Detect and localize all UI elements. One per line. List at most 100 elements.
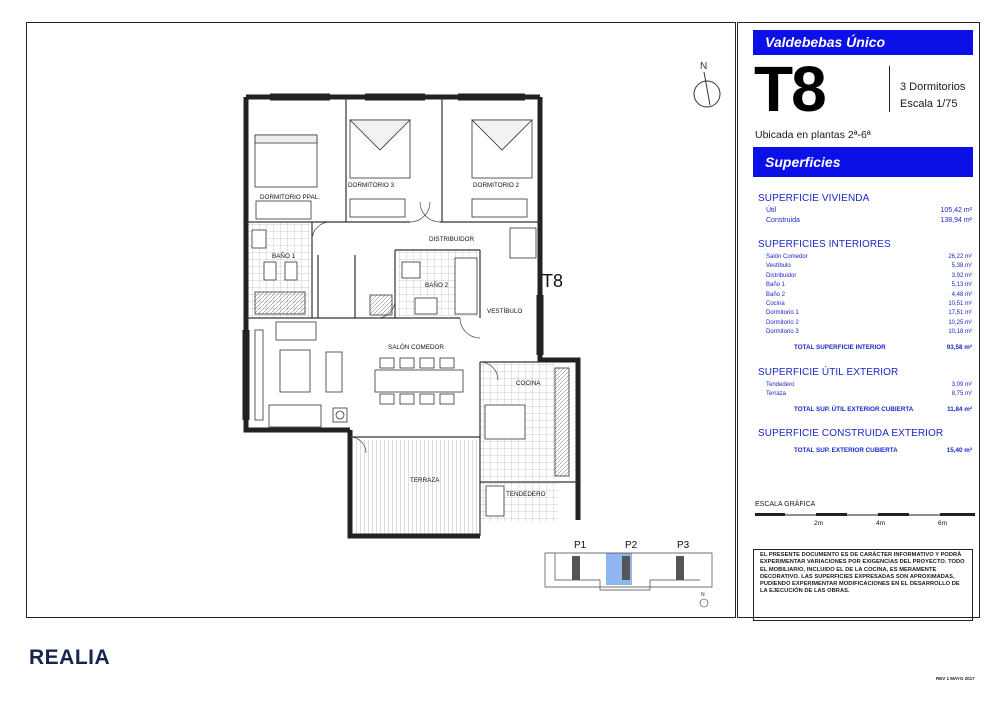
table-row: Útil 105,42 m² — [766, 207, 972, 216]
row-value: 10,25 m² — [948, 319, 972, 326]
table-row: Dormitorio 1 17,51 m² — [766, 310, 972, 318]
sofa-bottom — [268, 404, 322, 428]
scale-bar: 2m 4m 6m — [755, 513, 975, 527]
scale-2m: 2m — [814, 520, 823, 527]
construida-exterior-total: TOTAL SUP. EXTERIOR CUBIERTA 15,40 m² — [794, 447, 972, 456]
room-label-bano-1: BAÑO 1 — [272, 251, 296, 260]
disclaimer: EL PRESENTE DOCUMENTO ES DE CARÁCTER INF… — [753, 549, 973, 621]
unit-type: T8 — [754, 53, 827, 125]
kitchen-island — [484, 404, 526, 440]
vivienda-title: SUPERFICIE VIVIENDA — [758, 193, 870, 204]
table-row: Baño 2 4,48 m² — [766, 292, 972, 300]
sink-2 — [414, 297, 438, 315]
row-label: Vestíbulo — [766, 263, 791, 270]
row-label: Dormitorio 3 — [766, 329, 799, 336]
room-label-terraza: TERRAZA — [410, 477, 440, 484]
row-label: Tendedero — [766, 382, 795, 388]
scale-label: Escala 1/75 — [900, 98, 958, 110]
table-row: Distribuidor 3,92 m² — [766, 273, 972, 281]
table-row: Salón Comedor 26,22 m² — [766, 254, 972, 262]
exterior-walls — [243, 94, 581, 539]
total-value: 93,58 m² — [946, 344, 972, 351]
row-value: 3,09 m² — [951, 382, 972, 388]
room-label-tendedero: TENDEDERO — [506, 491, 546, 498]
construida-exterior-title: SUPERFICIE CONSTRUIDA EXTERIOR — [758, 428, 944, 439]
room-label-dormitorio-3: DORMITORIO 3 — [348, 182, 395, 189]
divider — [889, 66, 890, 112]
table-row: Tendedero 3,09 m² — [766, 382, 972, 390]
scale-4m: 4m — [876, 520, 885, 527]
toilet-2 — [401, 261, 421, 279]
tv-unit — [254, 329, 264, 421]
north-arrow-icon: N — [693, 61, 721, 108]
row-value: 4,48 m² — [951, 291, 972, 298]
location-label: Ubicada en plantas 2ª-6ª — [755, 129, 871, 141]
table-row: Baño 1 5,13 m² — [766, 282, 972, 290]
row-label: Útil — [766, 207, 777, 214]
row-value: 17,51 m² — [948, 310, 972, 317]
plan-frame — [26, 22, 736, 618]
row-label: Dormitorio 2 — [766, 319, 799, 326]
shower-1 — [254, 291, 306, 315]
terraza-floor — [352, 440, 478, 535]
row-value: 10,51 m² — [948, 301, 972, 307]
total-label: TOTAL SUP. EXTERIOR CUBIERTA — [794, 447, 898, 454]
row-label: Baño 2 — [766, 291, 786, 298]
interiores-total: TOTAL SUPERFICIE INTERIOR 93,58 m² — [794, 344, 972, 353]
key-plan-p3: P3 — [677, 540, 690, 551]
hall-storage — [509, 227, 537, 259]
row-label: Cocina — [766, 301, 785, 307]
row-value: 5,13 m² — [951, 282, 972, 289]
room-label-salon-comedor: SALÓN COMEDOR — [388, 342, 444, 351]
project-title-bar: Valdebebas Único — [753, 30, 973, 55]
info-frame — [737, 22, 980, 618]
total-label: TOTAL SUP. ÚTIL EXTERIOR CUBIERTA — [794, 406, 914, 413]
row-label: Construida — [766, 217, 800, 224]
shaft — [369, 294, 393, 316]
total-label: TOTAL SUPERFICIE INTERIOR — [794, 344, 886, 351]
table-row: Construida 138,94 m² — [766, 217, 972, 226]
interiores-title: SUPERFICIES INTERIORES — [758, 239, 891, 250]
room-label-cocina: COCINA — [516, 380, 541, 387]
dining-table — [374, 369, 464, 393]
room-label-dormitorio-2: DORMITORIO 2 — [473, 182, 520, 189]
room-label-vestibulo: VESTÍBULO — [487, 306, 522, 315]
bedrooms-label: 3 Dormitorios — [900, 81, 966, 93]
washer — [485, 485, 505, 517]
row-label: Dormitorio 1 — [766, 310, 799, 317]
row-value: 138,94 m² — [940, 217, 972, 224]
row-value: 26,22 m² — [948, 254, 972, 260]
brand-logo: REALIA — [29, 646, 111, 669]
furniture — [251, 119, 570, 517]
total-value: 15,40 m² — [946, 447, 972, 454]
table-row: Terraza 8,75 m² — [766, 391, 972, 399]
key-plan-north-label: N — [701, 592, 705, 598]
sofa-top — [275, 321, 317, 341]
util-exterior-total: TOTAL SUP. ÚTIL EXTERIOR CUBIERTA 11,84 … — [794, 406, 972, 415]
row-label: Distribuidor — [766, 272, 797, 279]
key-plan-p2: P2 — [625, 540, 638, 551]
row-label: Salón Comedor — [766, 254, 808, 260]
row-value: 105,42 m² — [940, 207, 972, 214]
room-label-distribuidor: DISTRIBUIDOR — [429, 236, 475, 243]
scale-6m: 6m — [938, 520, 947, 527]
wardrobe-ppal — [255, 200, 312, 220]
row-value: 3,92 m² — [951, 272, 972, 279]
scale-bar-title: ESCALA GRÁFICA — [755, 501, 816, 508]
wardrobe-3 — [349, 198, 406, 218]
row-value: 10,18 m² — [948, 329, 972, 336]
doors — [311, 201, 499, 454]
key-plan-north-icon — [699, 598, 709, 608]
surfaces-header: Superficies — [753, 147, 973, 177]
armchair — [325, 351, 343, 393]
table-row: Cocina 10,51 m² — [766, 301, 972, 309]
kitchen-counter — [554, 367, 570, 477]
coffee-table — [279, 349, 311, 393]
north-label: N — [700, 61, 707, 72]
total-value: 11,84 m² — [947, 406, 972, 413]
wardrobe-2 — [471, 198, 528, 218]
room-label-bano-2: BAÑO 2 — [425, 280, 449, 289]
bed-ppal — [254, 134, 318, 188]
row-label: Baño 1 — [766, 282, 786, 289]
